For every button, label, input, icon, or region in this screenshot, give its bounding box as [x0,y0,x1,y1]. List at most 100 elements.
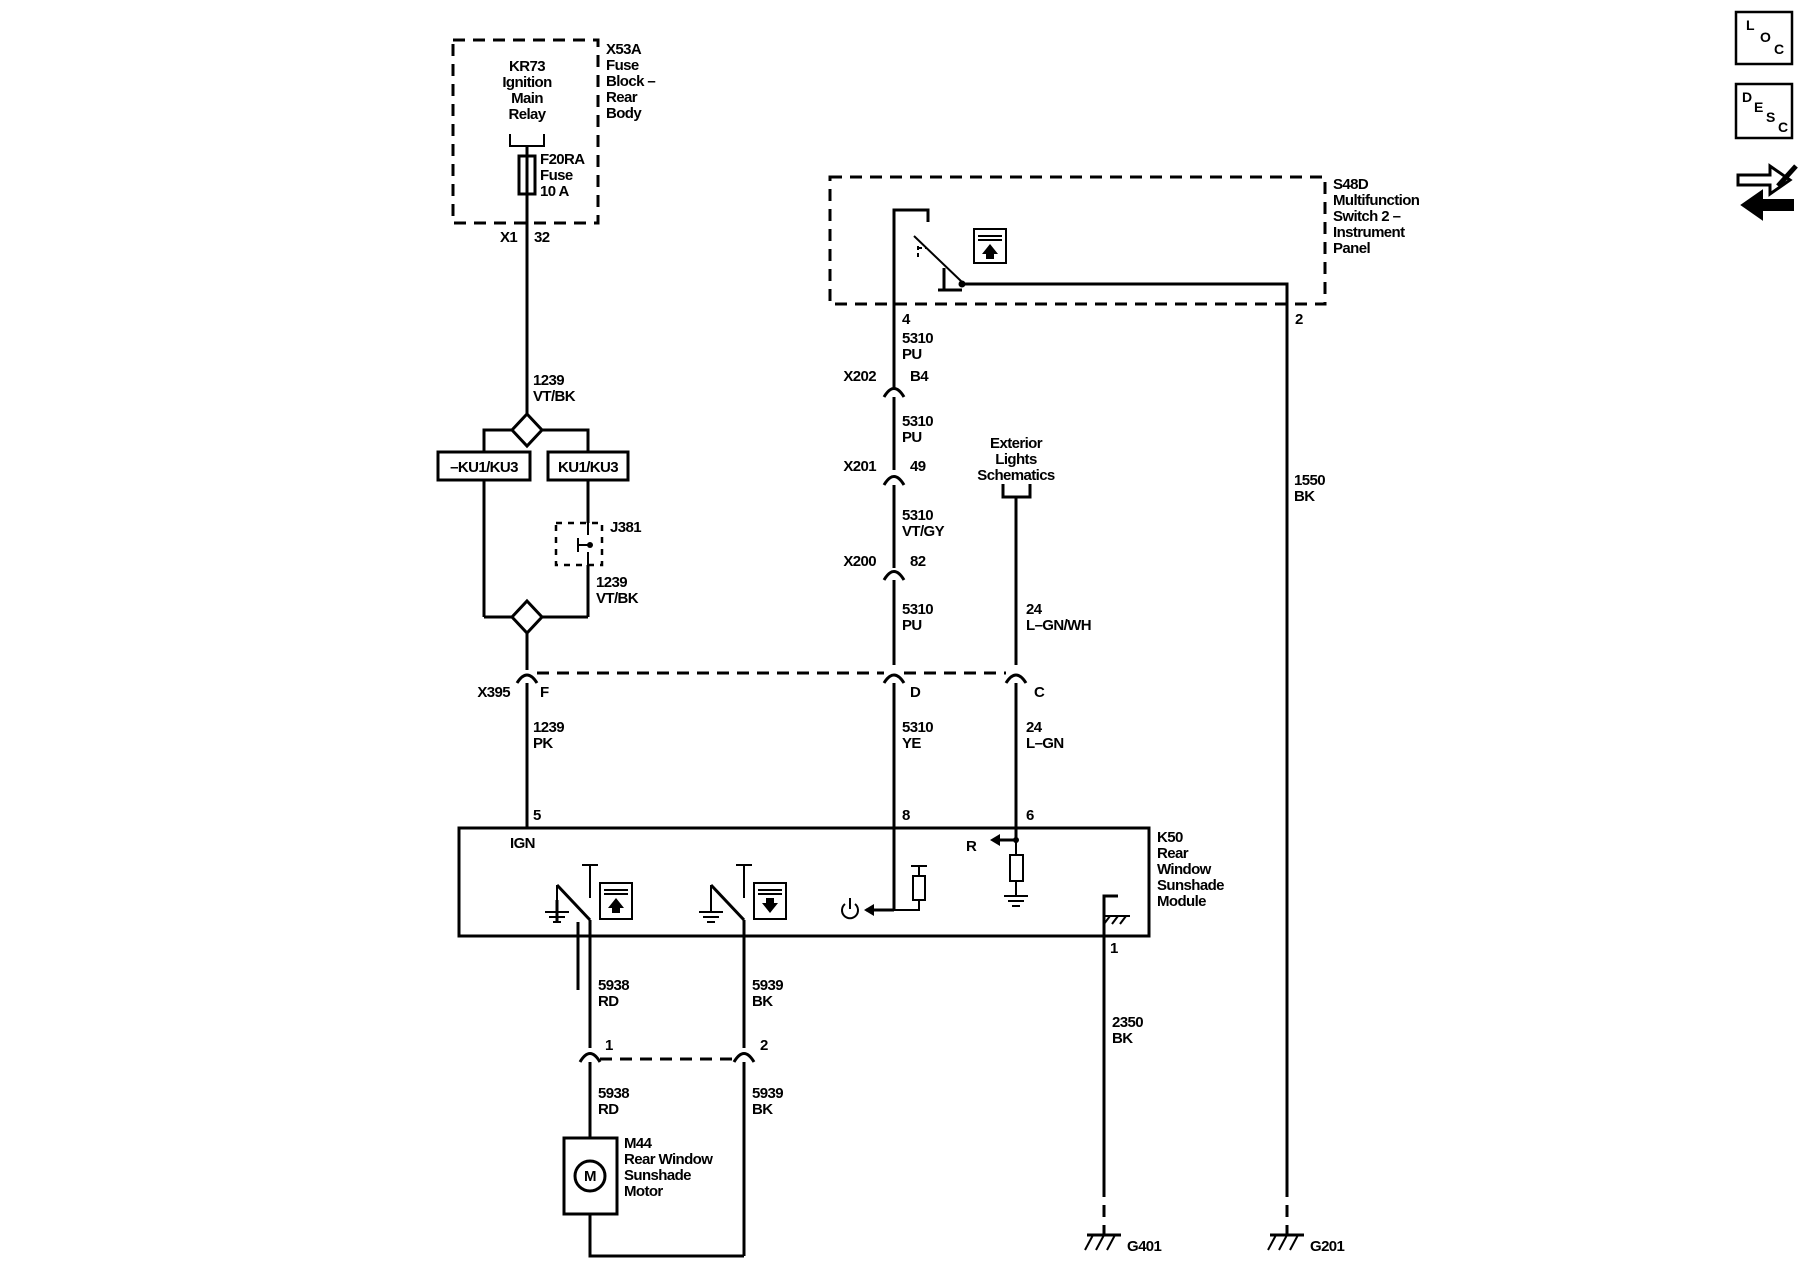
module-pin-8: 8 [902,807,910,824]
motor-m44-desc-1: Rear Window [624,1151,713,1168]
jumper-j381-icon [554,521,604,567]
jumper-j381-label: J381 [610,519,641,536]
switch-s48d-desc-1: Multifunction [1333,192,1420,209]
wire-2350-color: BK [1112,1030,1133,1047]
module-down-relay-icon [699,864,787,990]
module-k50: K50 Rear Window Sunshade Module 5 8 6 1 … [457,807,1225,990]
fuse-block-desc-4: Body [606,105,642,122]
option-ku1-ku3: KU1/KU3 [558,459,618,476]
fuse-rating: 10 A [540,183,569,200]
connector-x395-pin-f: F [540,684,549,701]
svg-text:S: S [1766,109,1775,125]
wire-5939-a-color: BK [752,993,773,1010]
svg-text:Main: Main [511,90,543,107]
fuse-block-name: X53A [606,41,642,58]
fuse-desc: Fuse [540,167,573,184]
module-r-label: R [966,838,977,855]
ground-g401-icon [1084,1233,1121,1251]
module-ground-icon [1102,894,1130,936]
sunshade-up-icon [973,228,1007,264]
wire-5939-b-circuit: 5939 [752,1085,783,1102]
wire-24-lgnwh-circuit: 24 [1026,601,1043,618]
wire-1239-top-circuit: 1239 [533,372,564,389]
motor-symbol: M [584,1168,596,1185]
module-k50-desc-4: Module [1157,893,1206,910]
wire-5310-a-color: PU [902,346,922,363]
svg-text:C: C [1778,119,1788,135]
wire-1239-jumper-color: VT/BK [596,590,639,607]
option-not-ku1-ku3: –KU1/KU3 [450,459,518,476]
circuit-1550: 1550 BK G201 [1267,304,1345,1255]
desc-button[interactable]: D E S C [1734,82,1794,140]
svg-text:Schematics: Schematics [977,467,1055,484]
motor-m44: M M44 Rear Window Sunshade Motor [562,1135,714,1216]
svg-text:O: O [1760,29,1771,45]
wire-24-lgnwh-color: L–GN/WH [1026,617,1091,634]
module-ign-label: IGN [510,835,535,852]
wire-5938-a-color: RD [598,993,619,1010]
wire-5310-vtgy-circuit: 5310 [902,507,933,524]
module-pin-5: 5 [533,807,541,824]
wire-5310-b-circuit: 5310 [902,413,933,430]
module-k50-desc-2: Window [1157,861,1212,878]
module-up-relay-icon [545,864,633,990]
switch-pin-2: 2 [1295,311,1303,328]
wire-1550-circuit: 1550 [1294,472,1325,489]
motor-m44-desc-2: Sunshade [624,1167,691,1184]
splice-bottom-icon [509,598,545,636]
ground-g401-label: G401 [1127,1238,1162,1255]
wire-5310-ye-color: YE [902,735,921,752]
loc-button[interactable]: L O C [1734,10,1794,66]
wire-24-lgn-circuit: 24 [1026,719,1043,736]
fuse-block-desc-1: Fuse [606,57,639,74]
circuit-5310: 5310 PU X202 B4 5310 PU X201 49 5310 VT/… [843,304,945,910]
switch-s48d-desc-4: Panel [1333,240,1370,257]
switch-s48d-desc-3: Instrument [1333,224,1405,241]
svg-text:D: D [1742,89,1752,105]
splice-top-icon [509,411,545,449]
connector-x202: X202 [843,368,876,385]
fuse-block-desc-2: Block – [606,73,655,90]
connector-x395-name: X395 [477,684,510,701]
wire-5939-b-color: BK [752,1101,773,1118]
fuse-block-desc-3: Rear [606,89,638,106]
wire-5310-b-color: PU [902,429,922,446]
wire-1239-jumper-circuit: 1239 [596,574,627,591]
connector-x202-pin: B4 [910,368,929,385]
wire-5939-a-circuit: 5939 [752,977,783,994]
wire-2350-circuit: 2350 [1112,1014,1143,1031]
module-k50-desc-3: Sunshade [1157,877,1224,894]
circuit-2350: 2350 BK G401 [1084,936,1162,1255]
wire-24-lgn-color: L–GN [1026,735,1064,752]
ground-g201-label: G201 [1310,1238,1345,1255]
motor-m44-name: M44 [624,1135,653,1152]
switch-s48d-name: S48D [1333,176,1369,193]
connector-tool-icon[interactable] [1736,158,1798,221]
svg-text:L: L [1746,17,1755,33]
svg-text:Lights: Lights [995,451,1037,468]
wire-5310-c-color: PU [902,617,922,634]
switch-pin-4: 4 [902,311,911,328]
switch-s48d: S48D Multifunction Switch 2 – Instrument… [828,175,1420,328]
svg-text:C: C [1774,41,1784,57]
connector-x395-pin-d: D [910,684,921,701]
wire-1239-pk-circuit: 1239 [533,719,564,736]
wire-5938-b-color: RD [598,1101,619,1118]
fuse-block-connector: X1 [500,229,517,246]
wire-5310-c-circuit: 5310 [902,601,933,618]
motor-connector-pin-1: 1 [605,1037,613,1054]
motor-circuits: 5938 RD 5939 BK 1 2 5938 RD 5939 BK [578,920,784,1258]
switch-s48d-desc-2: Switch 2 – [1333,208,1401,225]
connector-x200-pin: 82 [910,553,926,570]
module-k50-name: K50 [1157,829,1183,846]
module-k50-desc-1: Rear [1157,845,1189,862]
fuse-block-x53a: X53A Fuse Block – Rear Body KR73 Ignitio… [451,38,656,246]
module-pin-6: 6 [1026,807,1034,824]
connector-x395-pin-c: C [1034,684,1045,701]
wire-1239-pk-color: PK [533,735,553,752]
ground-g201-icon [1267,1233,1304,1251]
wire-1550-color: BK [1294,488,1315,505]
fuse-block-pin: 32 [534,229,550,246]
connector-x201-pin: 49 [910,458,926,475]
wire-5938-b-circuit: 5938 [598,1085,629,1102]
